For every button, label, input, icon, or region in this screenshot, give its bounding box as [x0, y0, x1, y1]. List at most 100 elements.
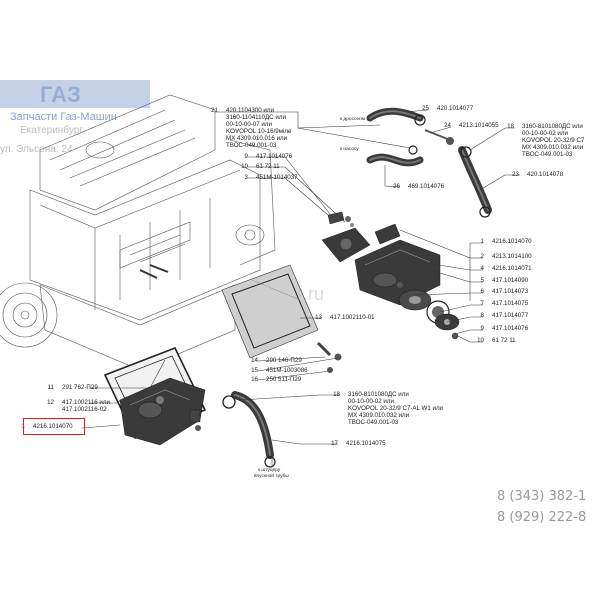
callout-code-line: 4216.1014070	[492, 238, 532, 245]
watermark-logo: ГАЗ	[40, 82, 81, 107]
callout-number: 12	[47, 399, 54, 406]
callout-24: 24 4213.1014055	[444, 122, 499, 129]
callout-5: 5 417.1014090	[481, 277, 529, 284]
callout-number: 17	[331, 440, 338, 447]
hoses	[139, 107, 492, 468]
callout-number: 1	[481, 238, 485, 245]
callout-number: 5	[481, 277, 485, 284]
callout-number: 21	[211, 107, 218, 114]
callout-code-line: 291 762-П29	[62, 384, 98, 391]
callout-number: 14	[251, 357, 258, 364]
callout-number: 26	[393, 183, 400, 190]
callout-number: 2	[481, 253, 485, 260]
callout-code-line: 420.1014077	[437, 105, 474, 112]
callout-code-line: 4216.1014070	[33, 423, 73, 430]
callout-code-line: 417.1014073	[492, 288, 529, 295]
callout-number: 3	[245, 174, 249, 181]
callout-number: 18	[333, 391, 340, 398]
gasket-13	[221, 264, 319, 359]
callout-code-line: 61 72 11	[492, 337, 516, 344]
oil-separator-housing-lower	[119, 377, 206, 446]
phone-1: 8 (343) 382-1	[497, 489, 587, 504]
callout-number: 4	[481, 265, 485, 272]
callout-code-line: 420.1104300 или	[226, 107, 274, 114]
note-to-heater: к насосу	[340, 147, 359, 152]
callout-code-line: ТВОС-049.001-03	[348, 419, 399, 426]
callout-code-line: 417.1002116 или	[62, 399, 110, 406]
callout-3: 3 451М-1014037	[245, 174, 299, 181]
callout-code-line: KOVOPOL 20-32/9 С7-AL W1 или	[348, 405, 444, 412]
callout-code-line: 3160-8101080ДС или	[348, 391, 409, 398]
callout-code-line: MX 4309.010.032 или	[522, 144, 584, 151]
callout-code-line: 00-10-00-02 или	[522, 130, 568, 137]
callout-code-line: 4213.1014100	[492, 253, 532, 260]
note-to-fitting-line2: впускной трубы	[254, 472, 289, 479]
callout-code-line: 61 72 11	[256, 163, 280, 170]
callout-17: 17 4216.1014075	[331, 440, 386, 447]
callout-code-line: 451М-1003086	[266, 367, 308, 374]
watermark-shop-name: Запчасти Газ-Машин	[10, 111, 117, 123]
callout-25: 25 420.1014077	[422, 105, 474, 112]
callout-code-line: 417.1014077	[492, 312, 529, 319]
watermark-address: ул. Эльсона, 24	[0, 144, 73, 155]
callout-number: 9	[481, 325, 485, 332]
callout-number: 8	[481, 312, 485, 319]
callout-7: 7 417.1014075	[481, 300, 529, 307]
callout-2: 2 4213.1014100	[481, 253, 533, 260]
callout-number: 13	[315, 314, 322, 321]
callout-number: 10	[477, 337, 484, 344]
callout-number: 25	[422, 105, 429, 112]
callout-code-line: 417.1014090	[492, 277, 529, 284]
callout-code-line: 417.1014075	[492, 300, 529, 307]
callout-code-line: MX 4309.010.016 или	[226, 135, 288, 142]
small-parts-top	[327, 211, 354, 227]
leader-lines	[81, 109, 520, 466]
engine-block-drawing	[0, 94, 276, 371]
callout-code-line: 00-10-00-07 или	[226, 121, 272, 128]
callout-code-line: 469.1014076	[408, 183, 445, 190]
callout-code-line: 4213.1014055	[459, 122, 499, 129]
callout-number: 23	[512, 171, 519, 178]
callout-number: 18	[507, 123, 514, 130]
callout-number: 6	[481, 288, 485, 295]
callout-15: 15 451М-1003086	[251, 367, 308, 374]
callout-6: 6 417.1014073	[481, 288, 529, 295]
note-to-fitting-line1: к штуцеру	[258, 468, 281, 473]
callout-code-line: ТВОС-049.001-03	[226, 142, 277, 149]
callout-code-line: 417.1014076	[492, 325, 529, 332]
callout-code-line: KOVOPOL 20-32/9 С7	[522, 137, 585, 144]
callout-10: 10 61 72 11	[477, 337, 516, 344]
oil-separator-housing-upper	[321, 223, 441, 306]
callout-code-line: 3160-1104110ДС или	[226, 114, 286, 121]
callout-code-line: 420.1014078	[527, 171, 564, 178]
arrow-notes: к дросселю к насосу к штуцеру впускной т…	[254, 117, 366, 479]
callout-8: 8 417.1014077	[481, 312, 529, 319]
highlight-box-part-1	[23, 418, 85, 435]
callout-number: 16	[251, 376, 258, 383]
callout-code-line: 4216.1014075	[346, 440, 386, 447]
callout-code-line: 417.1014076	[256, 153, 293, 160]
callout-code-line: 290 146-П29	[266, 357, 302, 364]
callout-code-line: MX 4309.010.032 или	[348, 412, 410, 419]
note-to-throttle: к дросселю	[340, 117, 366, 122]
callout-number: 7	[481, 300, 485, 307]
callout-number: 15	[251, 367, 258, 374]
callout-number: 24	[444, 122, 451, 129]
callout-26: 26 469.1014076	[393, 183, 445, 190]
callout-code-line: 451М-1014037	[256, 174, 298, 181]
callout-code-line: ТВОС-049.001-03	[522, 151, 573, 158]
callout-code-line: 00-10-00-02 или	[348, 398, 394, 405]
callout-code-line: KOVOPOL 10-16/9мiле	[226, 128, 292, 135]
